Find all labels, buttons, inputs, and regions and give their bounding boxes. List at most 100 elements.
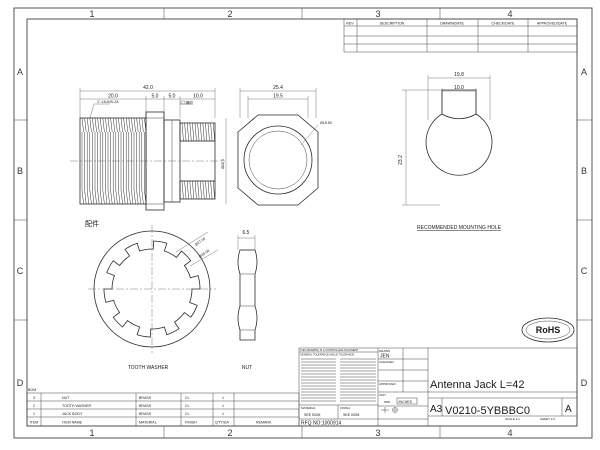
bom-title: BOM [28, 388, 36, 392]
bom-row-2-qty: 1 [222, 404, 224, 408]
zone-label-C: C [17, 266, 24, 276]
approved-label: APPROVED [379, 382, 397, 386]
washer-caption: TOOTH WASHER [128, 365, 169, 371]
bom-row-1-item: 3 [33, 396, 35, 400]
bom-row-3-name: JACK BODY [62, 412, 83, 416]
tol-angle: ANGLE TOLERANCE [329, 353, 355, 357]
tolerance-fine-print [301, 358, 376, 402]
mounting-hole: 19.8 10.0 23.2 RECOMMENDED MOUNTING HOLE [398, 72, 502, 231]
dim-diameter: Ø28.0 [221, 159, 225, 169]
bom-header-qty: Q'TY/EA [215, 421, 229, 425]
bom-row-1-qty: 1 [222, 396, 224, 400]
connector-caption: 配件 [85, 219, 99, 228]
rev-header-check: CHECK/DATE [492, 22, 515, 26]
finish-label: FINISH [340, 406, 350, 410]
material-label: MATERIAL [301, 406, 316, 410]
drawn-by: JEN [380, 354, 390, 360]
dim-hole-height: 23.2 [398, 155, 404, 165]
zone-label-1: 1 [89, 9, 94, 19]
zone-label-4-bottom: 4 [507, 428, 512, 438]
bom-row-2-finish: Cr. [185, 404, 190, 408]
zone-labels-side: A B C D A B C D [17, 67, 588, 388]
dim-hole-inner: 10.0 [454, 85, 464, 91]
zone-label-A-right: A [581, 67, 587, 77]
drawing-title: Antenna Jack L=42 [430, 379, 525, 391]
sheet-size: A3 [430, 404, 443, 415]
bom-row-2-name: TOOTH WASHER [62, 404, 92, 408]
scale: SCALE 1:1 [505, 417, 520, 421]
bom-row-2-material: BRASS [139, 404, 152, 408]
zone-label-D-right: D [581, 378, 588, 388]
bom-row-3-material: BRASS [139, 412, 152, 416]
zone-label-3: 3 [375, 9, 380, 19]
rev-header-description: DESCRIPTION [380, 22, 405, 26]
bom-row-1-name: NUT [62, 396, 70, 400]
dim-front-inner: 19.5 [273, 94, 283, 100]
zone-label-1-bottom: 1 [89, 428, 94, 438]
bom-row-2-item: 2 [33, 404, 35, 408]
rfq-number: RFQ NO:1000914 [301, 421, 342, 427]
zone-label-B: B [17, 166, 23, 176]
bom-row-1-finish: Cr. [185, 396, 190, 400]
drawn-label: DRAWN [379, 349, 390, 353]
rohs-badge: RoHS [521, 317, 575, 343]
rev-header-rev: REV [346, 22, 354, 26]
dim-washer-inner: Ø27.00 [194, 237, 206, 247]
material-value: SEE BOM [304, 413, 320, 417]
part-number: V0210-5YBBBC0 [445, 405, 530, 417]
unit-label: UNIT [379, 393, 386, 397]
dim-overall: 42.0 [143, 85, 153, 91]
zone-label-4: 4 [507, 9, 512, 19]
bom-header-material: MATERIAL [139, 421, 157, 425]
zone-label-D: D [17, 378, 24, 388]
zone-label-A: A [17, 67, 23, 77]
zone-label-B-right: B [581, 166, 587, 176]
bom-header-name: ITEM NAME [62, 421, 83, 425]
bom-header-item: ITEM [30, 421, 39, 425]
checked-label: CHECKED [379, 360, 395, 364]
dim-front-outer: 25.4 [273, 85, 283, 91]
thread-spec-label: 1"-14UNS-2A [97, 100, 119, 104]
bom-row-3-qty: 1 [222, 412, 224, 416]
tooth-washer: Ø27.00 Ø35.00 TOOTH WASHER [88, 225, 219, 371]
zone-label-C-right: C [581, 266, 588, 276]
dim-flange-a: 5.0 [152, 94, 159, 100]
finish-value: SEE BOM [343, 413, 359, 417]
tol-general: GENERAL TOLERANCE [300, 353, 329, 357]
bom-header-remark: REMARK [256, 421, 272, 425]
dim-nut-thickness: 6.5 [243, 230, 250, 236]
title-block: THIS DRAWING IS A CONTROLLED DOCUMENT GE… [298, 347, 578, 427]
bom-row-3-finish: Cr. [185, 412, 190, 416]
zone-labels-bottom: 1 2 3 4 [89, 428, 512, 438]
dim-washer-outer: Ø35.00 [198, 249, 210, 259]
mounting-hole-caption: RECOMMENDED MOUNTING HOLE [417, 225, 502, 231]
unit-mm: mm [384, 400, 390, 404]
zone-label-2-bottom: 2 [227, 428, 232, 438]
rear-thread-hatch [181, 122, 215, 200]
dim-front-diameter: Ø18.50 [320, 121, 332, 125]
bom-table: BOM 3 NUT BRASS Cr. 1 2 TOOTH WASHER BRA… [26, 388, 300, 427]
connector-side-view: 42.0 20.0 5.0 5.0 10.0 1"-14UNS-2A 螺纹 Ø2 [70, 85, 227, 228]
rev-header-approved: APPROVED/DATE [537, 22, 568, 26]
bom-row-1-material: BRASS [139, 396, 152, 400]
zone-labels-top: 1 2 3 4 [89, 9, 512, 19]
rear-thread-note: 螺纹 [186, 100, 194, 105]
revision-block: REV DESCRIPTION DRAWN/DATE CHECK/DATE AP… [343, 18, 578, 53]
dim-hole-outer: 19.8 [454, 72, 464, 78]
bom-header-finish: FINISH [185, 421, 197, 425]
rohs-label: RoHS [536, 325, 561, 335]
zone-ticks [14, 8, 592, 438]
tol-header: THIS DRAWING IS A CONTROLLED DOCUMENT [300, 348, 359, 352]
nut-caption: NUT [242, 365, 252, 371]
nut-side-view: 6.5 NUT [237, 230, 258, 371]
bom-row-3-item: 1 [33, 412, 35, 416]
revision-letter: A [565, 404, 572, 415]
sheet-count: SHEET 1/1 [540, 417, 555, 421]
unit-inches: INCHES [399, 400, 413, 404]
front-view: 25.4 19.5 Ø18.50 [237, 85, 332, 206]
dim-flange-b: 5.0 [169, 94, 176, 100]
dim-thread-length: 20.0 [108, 94, 118, 100]
dim-rear: 10.0 [193, 94, 203, 100]
sheet-outer-border [13, 7, 593, 439]
zone-label-3-bottom: 3 [375, 428, 380, 438]
